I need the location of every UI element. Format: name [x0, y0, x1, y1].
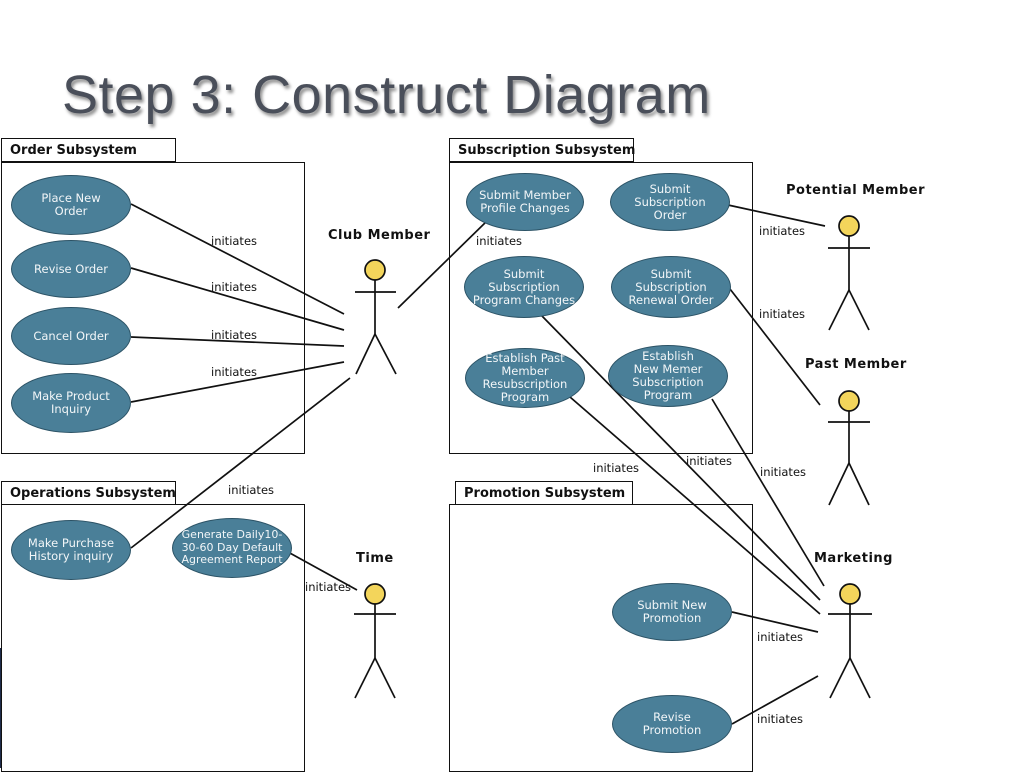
initiates-label: initiates — [593, 461, 640, 475]
establish-past-member-resubscription-program-use-case[interactable]: Establish Past Member Resubscription Pro… — [465, 348, 585, 408]
submit-subscription-order-use-case[interactable]: Submit Subscription Order — [610, 173, 730, 231]
submit-new-promotion-use-case[interactable]: Submit New Promotion — [612, 583, 732, 641]
submit-subscription-program-changes-use-case[interactable]: Submit Subscription Program Changes — [464, 256, 584, 318]
time-actor — [354, 583, 396, 699]
initiates-label: initiates — [759, 307, 806, 321]
establish-new-memer-subscription-program-use-case[interactable]: Establish New Memer Subscription Program — [608, 345, 728, 407]
initiates-label: initiates — [228, 483, 275, 497]
association-line — [130, 267, 345, 331]
operations-subsystem-title: Operations Subsystem — [1, 481, 176, 505]
cancel-order-use-case[interactable]: Cancel Order — [11, 307, 131, 365]
potential-member-label: Potential Member — [786, 183, 926, 198]
club-member-actor — [355, 259, 397, 375]
potential-member-actor — [828, 215, 870, 331]
initiates-label: initiates — [759, 224, 806, 238]
club-member-label: Club Member — [328, 228, 431, 243]
association-line — [130, 336, 345, 347]
past-member-label: Past Member — [805, 357, 907, 372]
association-line — [541, 315, 821, 601]
association-line — [130, 361, 345, 403]
subscription-subsystem-title: Subscription Subsystem — [449, 138, 635, 162]
association-line — [711, 398, 825, 587]
submit-subscription-renewal-order-use-case[interactable]: Submit Subscription Renewal Order — [611, 256, 731, 318]
promotion-subsystem-title: Promotion Subsystem — [455, 481, 633, 505]
place-new-order-use-case[interactable]: Place New Order — [11, 175, 131, 235]
association-line — [731, 611, 819, 633]
marketing-label: Marketing — [814, 551, 893, 566]
order-subsystem-title: Order Subsystem — [1, 138, 176, 162]
association-line — [729, 288, 821, 406]
initiates-label: initiates — [211, 280, 258, 294]
generate-daily-default-agreement-report-use-case[interactable]: Generate Daily10- 30-60 Day Default Agre… — [172, 518, 292, 578]
marketing-actor — [828, 583, 872, 699]
association-line — [569, 396, 821, 615]
initiates-label: initiates — [305, 580, 352, 594]
association-line — [731, 675, 819, 725]
time-label: Time — [356, 551, 394, 566]
initiates-label: initiates — [686, 454, 733, 468]
initiates-label: initiates — [760, 465, 807, 479]
association-line — [130, 377, 351, 549]
initiates-label: initiates — [757, 712, 804, 726]
submit-member-profile-changes-use-case[interactable]: Submit Member Profile Changes — [466, 173, 584, 231]
revise-order-use-case[interactable]: Revise Order — [11, 240, 131, 298]
revise-promotion-use-case[interactable]: Revise Promotion — [612, 695, 732, 753]
initiates-label: initiates — [757, 630, 804, 644]
association-line — [727, 204, 826, 227]
association-line — [397, 219, 489, 309]
association-line — [287, 551, 358, 591]
initiates-label: initiates — [476, 234, 523, 248]
make-purchase-history-inquiry-use-case[interactable]: Make Purchase History inquiry — [11, 520, 131, 580]
initiates-label: initiates — [211, 328, 258, 342]
initiates-label: initiates — [211, 234, 258, 248]
association-line — [130, 203, 345, 315]
slide-title: Step 3: Construct Diagram — [62, 65, 711, 125]
make-product-inquiry-use-case[interactable]: Make Product Inquiry — [11, 373, 131, 433]
past-member-actor — [828, 390, 870, 506]
initiates-label: initiates — [211, 365, 258, 379]
